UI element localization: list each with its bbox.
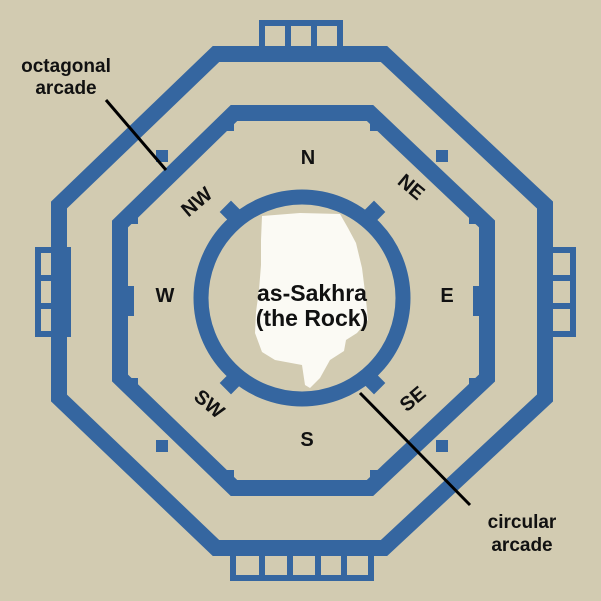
compass-north: N — [301, 147, 315, 169]
octagonal-arcade-label-line1: octagonal — [21, 56, 111, 77]
rock-label-line1: as-Sakhra — [257, 280, 367, 306]
octagonal-arcade-piers — [124, 117, 483, 484]
outer-octagon-wall — [51, 46, 553, 556]
rock-outline — [255, 213, 368, 388]
octagonal-arcade-label-line2: arcade — [35, 78, 96, 99]
compass-east: E — [440, 285, 453, 307]
octagonal-arcade — [112, 105, 495, 496]
octagonal-arcade-leader — [104, 99, 168, 171]
compass-south: S — [300, 429, 313, 451]
circular-arcade — [193, 189, 411, 407]
rock-label-line2: (the Rock) — [256, 305, 368, 331]
circular-arcade-label-line1: circular — [488, 512, 557, 533]
circular-arcade-label-line2: arcade — [491, 535, 552, 556]
compass-west: W — [156, 285, 175, 307]
circular-arcade-leader — [358, 391, 472, 507]
